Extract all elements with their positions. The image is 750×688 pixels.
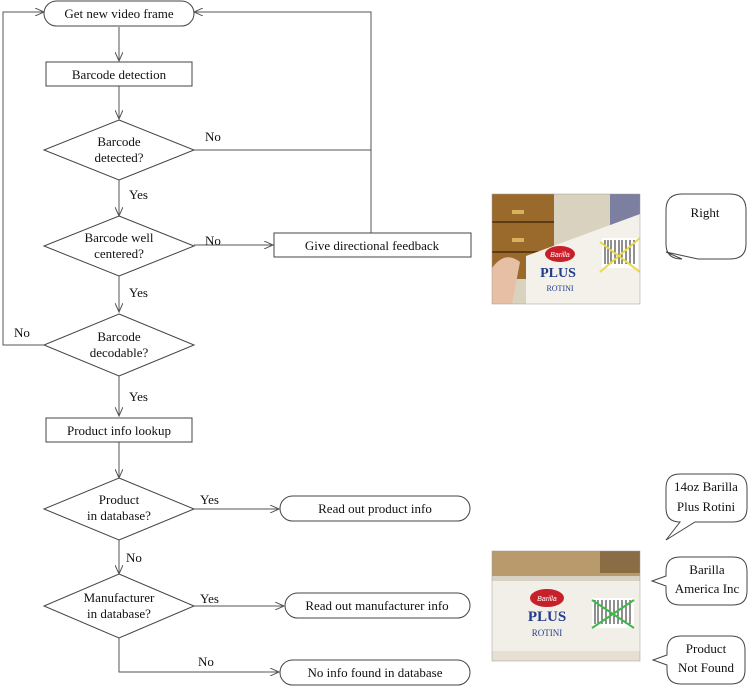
speech-bubble-product-name: 14oz Barilla Plus Rotini: [665, 473, 748, 541]
edge-labels: No Yes No Yes No Yes Yes No Yes No: [14, 129, 221, 669]
node-label: Get new video frame: [64, 6, 174, 21]
photo-barcode-offcenter: Barilla PLUS ROTINI: [491, 193, 641, 305]
bubble-text: America Inc: [675, 581, 740, 596]
photo-barcode-centered: Barilla PLUS ROTINI: [491, 550, 641, 662]
decision-label: centered?: [94, 246, 144, 261]
flow-edges: [2, 12, 372, 672]
decision-label: decodable?: [90, 345, 149, 360]
node-read-out-product-info: Read out product info: [279, 495, 471, 522]
node-label: Read out manufacturer info: [305, 598, 448, 613]
decision-label: in database?: [87, 606, 151, 621]
edge-label-detected-yes: Yes: [129, 187, 148, 202]
edge-label-product-no: No: [126, 550, 142, 565]
node-give-directional-feedback: Give directional feedback: [273, 232, 472, 258]
speech-bubble-manufacturer: Barilla America Inc: [650, 556, 748, 606]
photo2-product: ROTINI: [532, 628, 563, 638]
decision-label: Barcode: [97, 329, 141, 344]
decision-label: detected?: [94, 150, 143, 165]
node-label: Product info lookup: [67, 423, 171, 438]
edge-label-product-yes: Yes: [200, 492, 219, 507]
edge-label-decodable-no: No: [14, 325, 30, 340]
decision-label: Barcode well: [85, 230, 154, 245]
bubble-text: Not Found: [678, 660, 734, 675]
edge-label-manufacturer-yes: Yes: [200, 591, 219, 606]
decision-label: Product: [99, 492, 140, 507]
node-read-out-manufacturer-info: Read out manufacturer info: [284, 592, 471, 619]
photo1-brand: Barilla: [550, 252, 570, 259]
decision-label: in database?: [87, 508, 151, 523]
edge-decodable-no-loop: [2, 12, 44, 346]
bubble-text: Plus Rotini: [677, 499, 736, 514]
photo1-product: ROTINI: [546, 284, 573, 293]
edge-feedback-loop: [194, 12, 372, 233]
node-label: Barcode detection: [72, 67, 167, 82]
decision-barcode-decodable: Barcode decodable?: [42, 313, 196, 377]
decision-label: Barcode: [97, 134, 141, 149]
photo2-line: PLUS: [528, 609, 566, 625]
photo2-cross-mark: [591, 599, 635, 629]
node-no-info-found: No info found in database: [279, 659, 471, 686]
photo1-line: PLUS: [540, 266, 576, 281]
edge-label-decodable-yes: Yes: [129, 389, 148, 404]
photo1-barcode: [602, 238, 638, 268]
node-product-info-lookup: Product info lookup: [45, 417, 193, 443]
bubble-text: Barilla: [689, 562, 725, 577]
edge-label-centered-no: No: [205, 233, 221, 248]
node-get-new-video-frame: Get new video frame: [43, 0, 195, 27]
photo2-brand: Barilla: [537, 596, 557, 603]
photo1-cross-mark: [599, 237, 640, 273]
edge-label-manufacturer-no: No: [198, 654, 214, 669]
edge-manufacturer-no: [118, 638, 279, 672]
decision-barcode-well-centered: Barcode well centered?: [42, 215, 196, 277]
bubble-text: 14oz Barilla: [674, 479, 738, 494]
decision-product-in-database: Product in database?: [42, 477, 196, 541]
edge-label-detected-no: No: [205, 129, 221, 144]
node-label: Give directional feedback: [305, 238, 440, 253]
bubble-text: Right: [691, 205, 720, 220]
node-barcode-detection: Barcode detection: [45, 61, 193, 87]
speech-bubble-right: Right: [665, 193, 747, 260]
bubble-text: Product: [686, 641, 727, 656]
node-label: No info found in database: [307, 665, 442, 680]
decision-barcode-detected: Barcode detected?: [42, 119, 196, 181]
speech-bubble-not-found: Product Not Found: [651, 635, 746, 685]
decision-label: Manufacturer: [84, 590, 155, 605]
node-label: Read out product info: [318, 501, 432, 516]
decision-manufacturer-in-database: Manufacturer in database?: [42, 573, 196, 639]
edge-label-centered-yes: Yes: [129, 285, 148, 300]
